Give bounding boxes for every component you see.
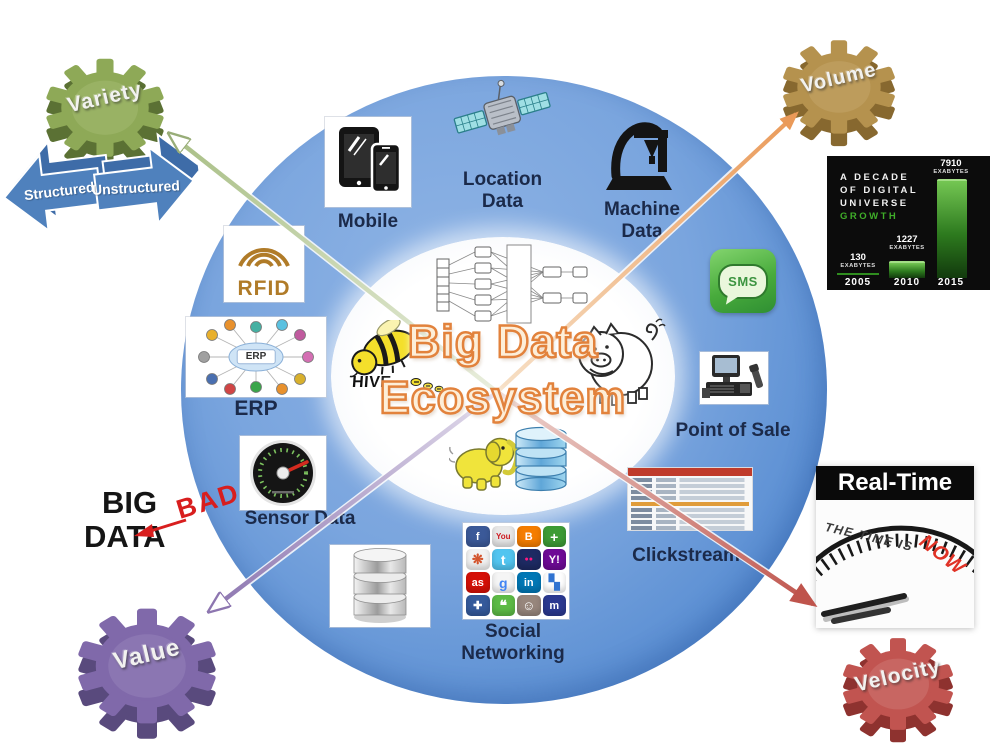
- satellite-icon: [453, 79, 551, 136]
- title-line: UNIVERSE: [840, 198, 909, 209]
- social-label-line2: Networking: [461, 643, 565, 664]
- big-bad-data: BIG DATA BAD: [84, 477, 259, 572]
- unit-2010: EXABYTES: [889, 245, 925, 251]
- sms-text: SMS: [728, 273, 758, 289]
- machine-data-label: Machine Data: [603, 199, 681, 242]
- reddit-icon: ☺: [517, 595, 541, 616]
- blogger-icon: B: [517, 526, 541, 547]
- digital-universe-growth-chart: A DECADE OF DIGITAL UNIVERSE GROWTH 7910…: [827, 156, 990, 290]
- erp-card: ERP: [186, 317, 326, 397]
- clickstream-row: [631, 514, 749, 518]
- yahoo-icon: Y!: [542, 549, 566, 570]
- erp-icon-text: ERP: [236, 349, 276, 365]
- google-icon: g: [491, 572, 515, 593]
- linkedin-icon: in: [517, 572, 541, 593]
- youtube-icon: You: [491, 526, 515, 547]
- year-2005: 2005: [844, 277, 872, 288]
- rfid-card: RFID: [224, 226, 304, 302]
- title-line: OF DIGITAL: [840, 185, 919, 196]
- growth-chart-title: A DECADE OF DIGITAL UNIVERSE GROWTH: [840, 171, 918, 223]
- clickstream-table: [627, 467, 753, 531]
- database-card: [330, 545, 430, 627]
- bar-2010: [889, 261, 925, 278]
- rfid-text: RFID: [237, 277, 291, 300]
- pos-terminal-icon: [702, 355, 764, 398]
- center-title-line2: Ecosystem: [378, 371, 627, 425]
- value-2005: 130: [850, 252, 866, 263]
- value-2015: 7910: [940, 158, 962, 169]
- myspace-icon: m: [542, 595, 566, 616]
- clickstream-label: Clickstream: [632, 545, 740, 566]
- volume-gear: Volume: [764, 30, 914, 152]
- picasa-icon: ❋: [466, 549, 490, 570]
- clickstream-row: [631, 520, 749, 524]
- social-networking-label: Social Networking: [448, 621, 578, 665]
- sms-bubble: SMS: [718, 263, 768, 299]
- flickr-icon: ●●: [517, 549, 541, 570]
- unit-2005: EXABYTES: [840, 263, 876, 269]
- lastfm-icon: as: [466, 572, 490, 593]
- mobile-card: [325, 117, 411, 207]
- twitter-icon: t: [491, 549, 515, 570]
- facebook-icon: f: [466, 526, 490, 547]
- mobile-devices-icon: [339, 127, 402, 194]
- pos-card: [700, 352, 768, 404]
- value-2010: 1227: [896, 234, 918, 245]
- clickstream-row: [631, 496, 749, 500]
- social-icons-grid: f You B + ❋ t ●● Y! as g in ▚ ✚ ❝ ☺ m: [463, 523, 569, 619]
- machine-data-icon: [606, 122, 672, 190]
- title-line: A DECADE: [840, 172, 910, 183]
- structured-unstructured-arrows: Structured Unstructured: [0, 122, 206, 258]
- bar-2015: [937, 179, 967, 278]
- clickstream-header-row: [628, 468, 752, 476]
- hadoop-elephant-icon: [449, 437, 520, 491]
- mobile-label: Mobile: [337, 211, 399, 232]
- clickstream-row: [631, 526, 749, 530]
- erp-label: ERP: [234, 397, 278, 420]
- year-2015: 2015: [937, 277, 965, 288]
- location-data-label: Location Data: [462, 169, 543, 212]
- clickstream-row: [631, 508, 749, 512]
- clickstream-row: [631, 478, 749, 482]
- database-cylinder-icon: [353, 548, 407, 623]
- blue-database-icon: [515, 426, 567, 492]
- delicious-icon: ▚: [542, 572, 566, 593]
- rfid-waves-icon: [238, 248, 290, 268]
- clickstream-row-highlight: [631, 502, 749, 506]
- bar-2005: [837, 273, 879, 275]
- real-time-title: Real-Time: [837, 469, 953, 496]
- big-word: BIG: [102, 485, 158, 520]
- google-plus-icon: +: [542, 526, 566, 547]
- social-label-line1: Social: [485, 621, 541, 642]
- digg-icon: ✚: [466, 595, 490, 616]
- technorati-icon: ❝: [491, 595, 515, 616]
- velocity-gear: Velocity: [818, 628, 978, 744]
- bad-insert-arrow-icon: [134, 518, 187, 537]
- unit-2015: EXABYTES: [933, 169, 969, 175]
- value-gear: Value: [50, 596, 244, 744]
- title-accent: GROWTH: [840, 211, 899, 222]
- sms-icon: SMS: [710, 249, 776, 313]
- clock-face-icon: [816, 525, 974, 624]
- real-time-banner: Real-Time: [816, 466, 974, 500]
- center-title-line1: Big Data: [406, 315, 599, 369]
- pos-label: Point of Sale: [675, 420, 791, 441]
- year-2010: 2010: [893, 277, 921, 288]
- clickstream-row: [631, 484, 749, 488]
- clickstream-row: [631, 490, 749, 494]
- real-time-graphic: Real-Time THE TIME IS NOW: [816, 466, 974, 628]
